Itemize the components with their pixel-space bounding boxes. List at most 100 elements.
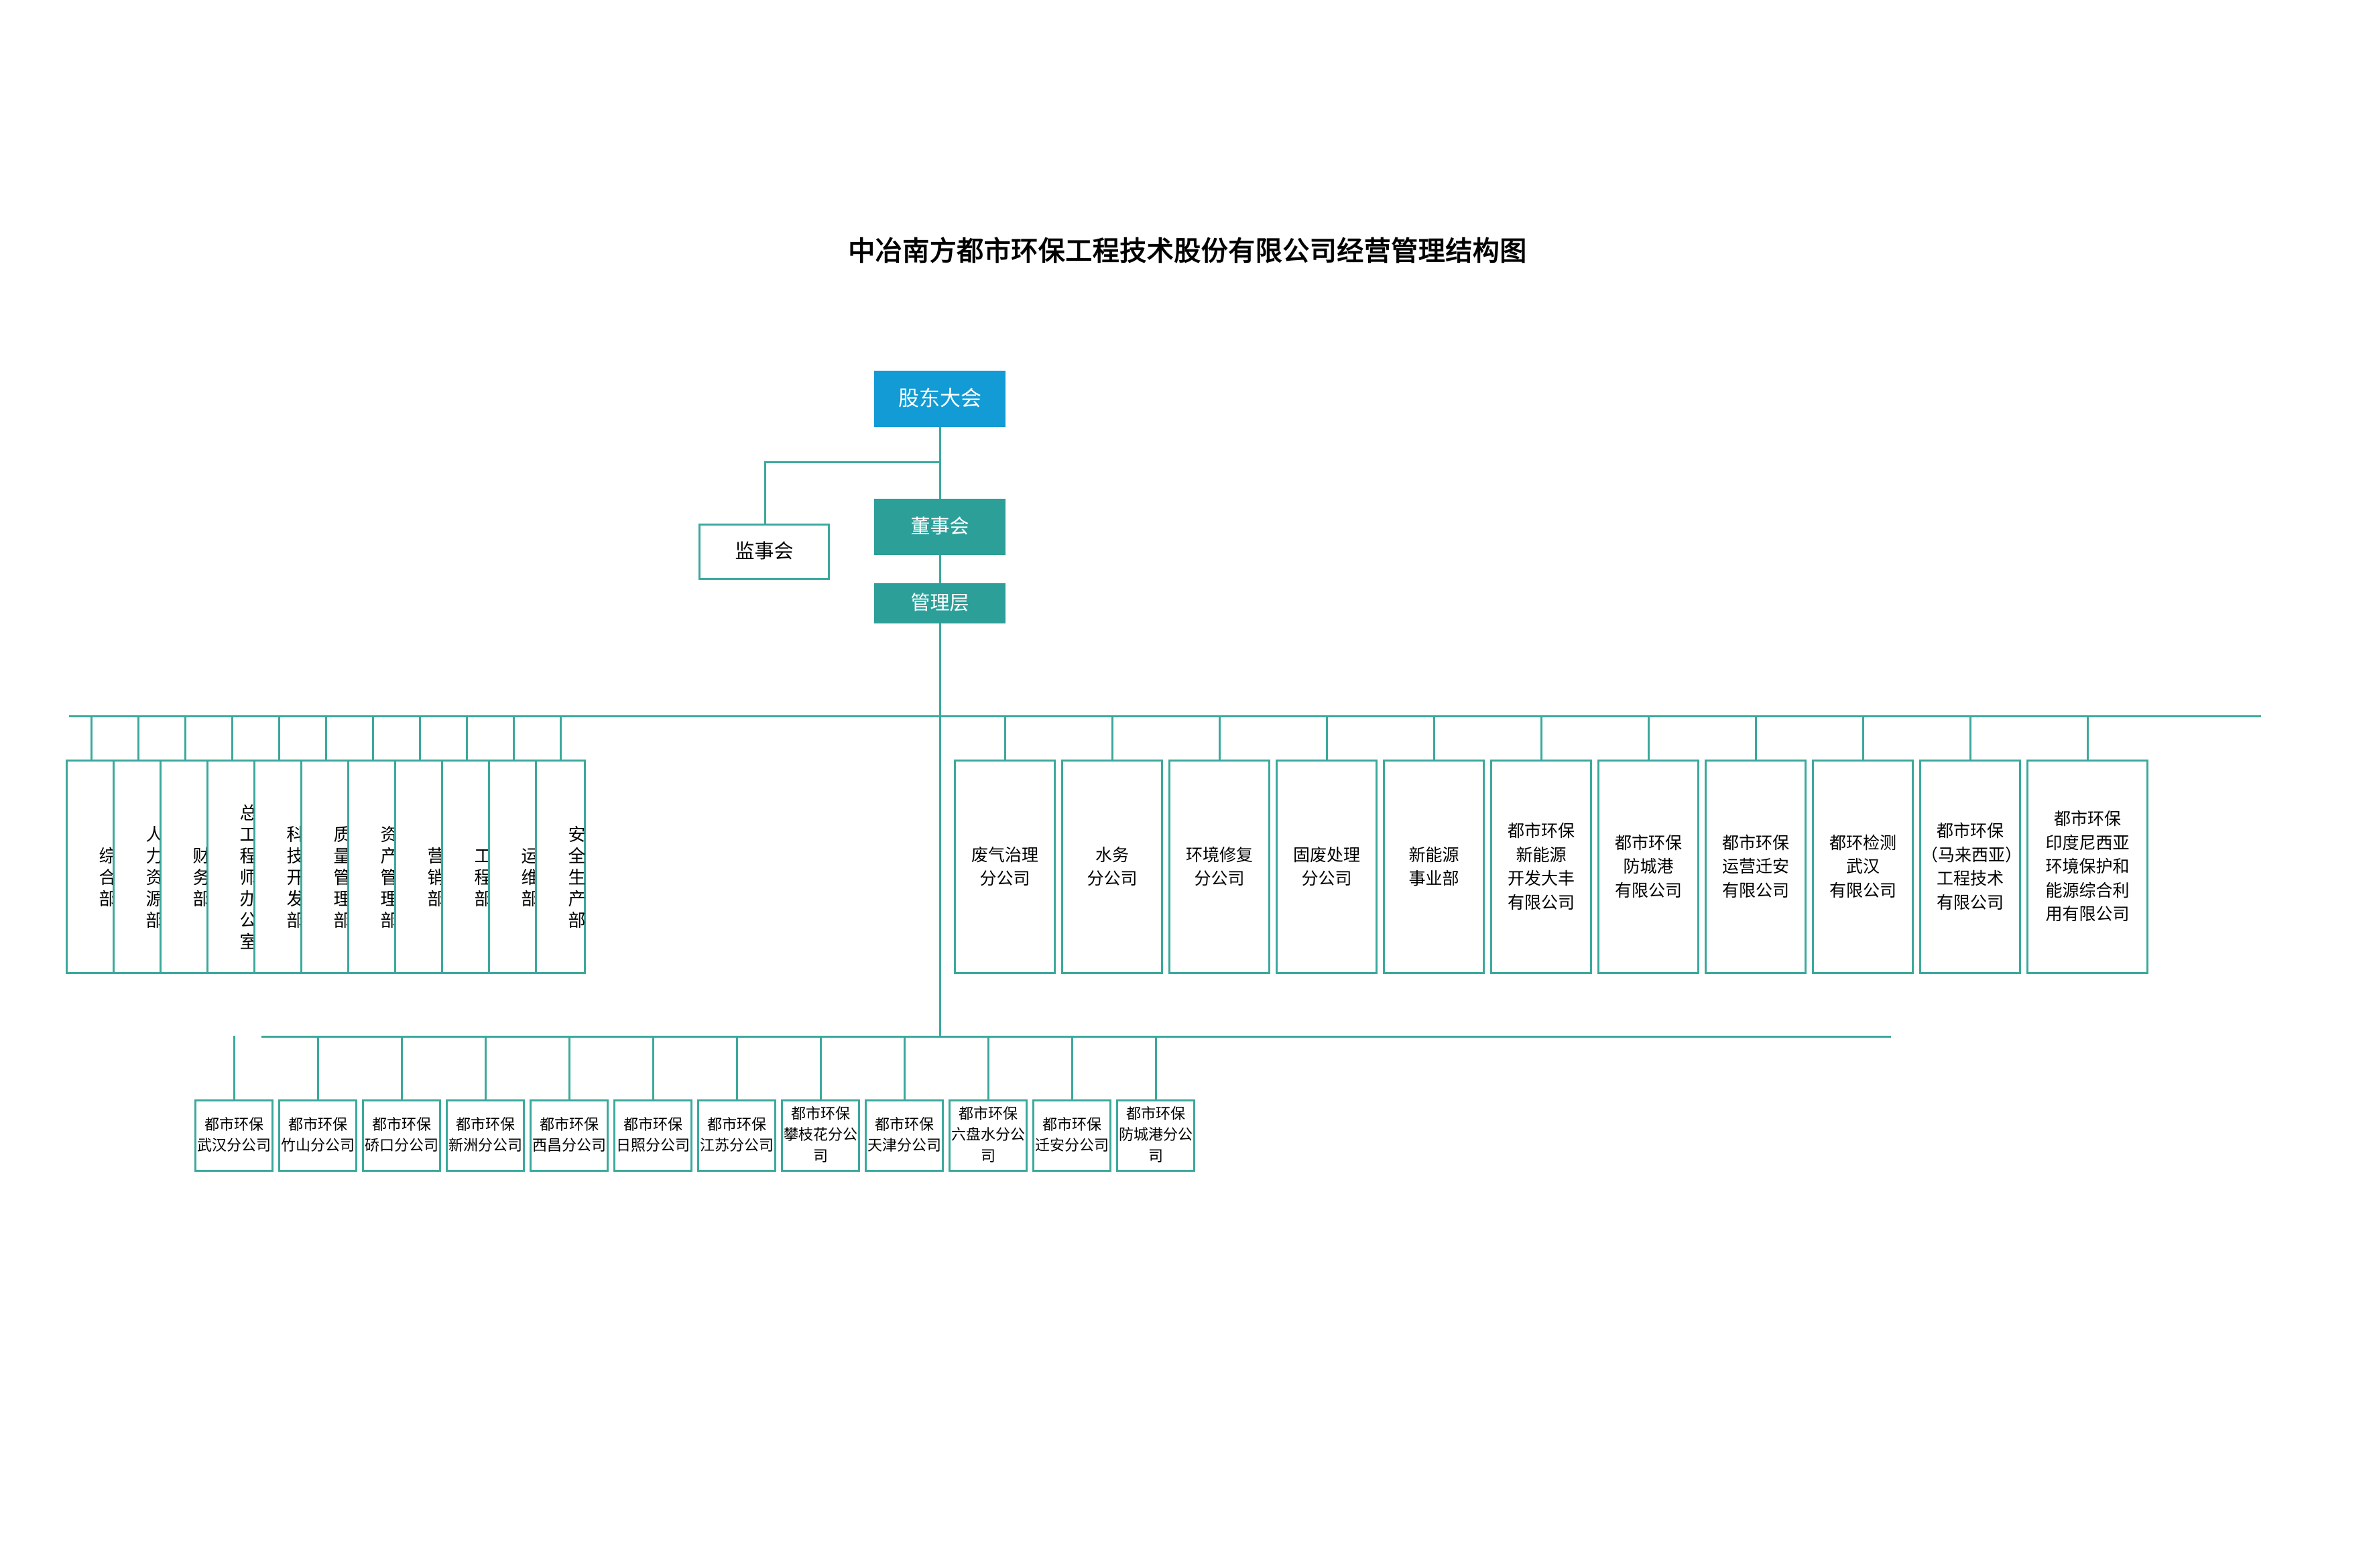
business-unit-label: 都市环保新能源开发大丰有限公司 xyxy=(1508,819,1575,914)
department-box[interactable]: 财务部 xyxy=(160,760,210,974)
branch-label-line: 西昌分公司 xyxy=(532,1138,606,1154)
business-unit-label: 都市环保防城港有限公司 xyxy=(1615,831,1682,903)
department-box[interactable]: 运维部 xyxy=(488,760,539,974)
page-title: 中冶南方都市环保工程技术股份有限公司经营管理结构图 xyxy=(848,236,1527,267)
business-unit-label: 都环检测武汉有限公司 xyxy=(1829,831,1896,903)
connector-branch-drop xyxy=(568,1036,570,1099)
department-box[interactable]: 安全生产部 xyxy=(535,760,586,974)
business-unit-label-line: 水务 xyxy=(1095,845,1129,865)
business-unit-label-line: 有限公司 xyxy=(1721,880,1789,900)
department-box[interactable]: 人力资源部 xyxy=(113,760,164,974)
business-unit-box[interactable]: 都市环保印度尼西亚环境保护和能源综合利用有限公司 xyxy=(2026,760,2148,974)
node-supervisory-board[interactable]: 监事会 xyxy=(698,524,830,580)
branch-box[interactable]: 都市环保日照分公司 xyxy=(613,1099,692,1172)
branch-label-line: 都市环保 xyxy=(371,1116,431,1134)
connector-board-to-management xyxy=(939,555,941,583)
business-unit-label-line: 都市环保 xyxy=(1614,833,1682,853)
branch-label: 都市环保迁安分公司 xyxy=(1035,1115,1109,1156)
business-unit-label-line: 都市环保 xyxy=(2053,809,2121,829)
branch-label-line: 都市环保 xyxy=(958,1106,1018,1124)
department-box[interactable]: 总工程师办公室 xyxy=(206,760,257,974)
business-unit-box[interactable]: 都市环保运营迁安有限公司 xyxy=(1705,760,1807,974)
business-unit-box[interactable]: 环境修复分公司 xyxy=(1168,760,1270,974)
branch-box[interactable]: 都市环保攀枝花分公司 xyxy=(781,1099,860,1172)
connector-department-drop xyxy=(278,715,280,760)
branch-label-line: 都市环保 xyxy=(455,1116,515,1134)
business-unit-box[interactable]: 固废处理分公司 xyxy=(1276,760,1378,974)
branch-label-line: 硚口分公司 xyxy=(364,1138,438,1154)
business-unit-label-line: 废气治理 xyxy=(971,845,1038,865)
connector-branch-drop xyxy=(987,1036,989,1099)
branch-label: 都市环保武汉分公司 xyxy=(197,1115,271,1156)
connector-business-unit-drop xyxy=(1862,715,1864,760)
department-bus xyxy=(69,715,2261,717)
connector-branch-drop xyxy=(1071,1036,1073,1099)
department-box[interactable]: 科技开发部 xyxy=(253,760,304,974)
department-box[interactable]: 综合部 xyxy=(66,760,117,974)
business-unit-label-line: 有限公司 xyxy=(1507,892,1575,912)
connector-department-drop xyxy=(90,715,93,760)
connector-department-drop xyxy=(466,715,468,760)
connector-branch-drop xyxy=(317,1036,319,1099)
branch-box[interactable]: 都市环保六盘水分公司 xyxy=(949,1099,1028,1172)
connector-business-unit-drop xyxy=(1219,715,1221,760)
node-management[interactable]: 管理层 xyxy=(874,583,1006,623)
branch-box[interactable]: 都市环保新洲分公司 xyxy=(446,1099,525,1172)
department-box[interactable]: 质量管理部 xyxy=(300,760,351,974)
branch-box[interactable]: 都市环保迁安分公司 xyxy=(1032,1099,1111,1172)
connector-branch-drop xyxy=(652,1036,654,1099)
branch-box[interactable]: 都市环保硚口分公司 xyxy=(362,1099,441,1172)
branch-label-line: 都市环保 xyxy=(874,1116,934,1134)
business-unit-label-line: 都市环保 xyxy=(1936,821,2004,841)
connector-department-drop xyxy=(137,715,139,760)
node-shareholders-meeting[interactable]: 股东大会 xyxy=(874,371,1006,427)
branch-box[interactable]: 都市环保西昌分公司 xyxy=(530,1099,609,1172)
branch-label-line: 都市环保 xyxy=(288,1116,347,1134)
connector-branch-drop xyxy=(233,1036,235,1099)
department-box[interactable]: 资产管理部 xyxy=(347,760,398,974)
business-unit-label-line: 固废处理 xyxy=(1292,845,1360,865)
department-box[interactable]: 营销部 xyxy=(394,760,445,974)
branch-box[interactable]: 都市环保防城港分公司 xyxy=(1116,1099,1195,1172)
branch-label-line: 天津分公司 xyxy=(867,1138,941,1154)
connector-branch-drop xyxy=(401,1036,403,1099)
node-board-of-directors[interactable]: 董事会 xyxy=(874,499,1006,555)
branch-box[interactable]: 都市环保天津分公司 xyxy=(865,1099,944,1172)
business-unit-label-line: 武汉 xyxy=(1845,857,1880,877)
business-unit-box[interactable]: 水务分公司 xyxy=(1061,760,1163,974)
connector-branch-drop xyxy=(736,1036,738,1099)
department-box[interactable]: 工程部 xyxy=(441,760,492,974)
branch-box[interactable]: 都市环保武汉分公司 xyxy=(194,1099,273,1172)
business-unit-box[interactable]: 都环检测武汉有限公司 xyxy=(1812,760,1914,974)
business-unit-label-line: 都市环保 xyxy=(1507,821,1575,841)
branch-label: 都市环保天津分公司 xyxy=(867,1115,941,1156)
connector-business-unit-drop xyxy=(1540,715,1542,760)
branch-box[interactable]: 都市环保江苏分公司 xyxy=(697,1099,776,1172)
business-unit-box[interactable]: 都市环保防城港有限公司 xyxy=(1597,760,1699,974)
business-unit-label-line: 能源综合利 xyxy=(2045,880,2130,900)
connector-bus-to-supervisory xyxy=(764,461,766,524)
connector-business-unit-drop xyxy=(1648,715,1650,760)
business-unit-label: 水务分公司 xyxy=(1087,843,1137,891)
connector-department-drop xyxy=(372,715,374,760)
connector-management-trunk xyxy=(939,623,941,1038)
branch-bus xyxy=(261,1036,1891,1038)
business-unit-label-line: 新能源 xyxy=(1516,845,1567,865)
business-unit-label-line: 分公司 xyxy=(1301,869,1352,888)
business-unit-box[interactable]: 都市环保（马来西亚）工程技术有限公司 xyxy=(1919,760,2022,974)
connector-department-drop xyxy=(231,715,233,760)
business-unit-box[interactable]: 新能源事业部 xyxy=(1383,760,1485,974)
business-unit-label-line: 印度尼西亚 xyxy=(2045,833,2130,853)
business-unit-label-line: 工程技术 xyxy=(1936,869,2004,888)
business-unit-box[interactable]: 废气治理分公司 xyxy=(954,760,1056,974)
branch-label-line: 都市环保 xyxy=(707,1116,766,1134)
business-unit-label-line: 事业部 xyxy=(1408,869,1459,888)
business-unit-label-line: 都市环保 xyxy=(1721,833,1789,853)
business-unit-label: 都市环保印度尼西亚环境保护和能源综合利用有限公司 xyxy=(2045,807,2129,926)
business-unit-box[interactable]: 都市环保新能源开发大丰有限公司 xyxy=(1490,760,1592,974)
branch-box[interactable]: 都市环保竹山分公司 xyxy=(278,1099,357,1172)
business-unit-label: 环境修复分公司 xyxy=(1186,843,1253,891)
business-unit-label-line: 都环检测 xyxy=(1829,833,1896,853)
business-unit-label-line: 分公司 xyxy=(979,869,1030,888)
